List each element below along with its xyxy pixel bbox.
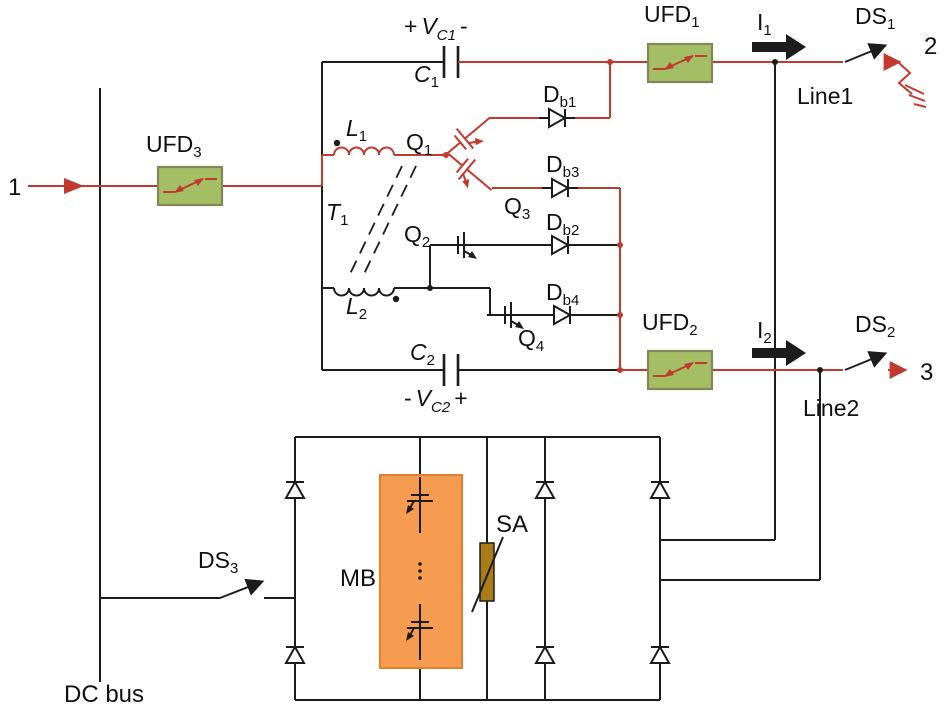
ufd2-icon	[646, 349, 714, 391]
db2-label: Db2	[546, 209, 579, 239]
junction-dot	[443, 152, 449, 158]
q3-label: Q3	[504, 193, 530, 223]
ellipsis-dot	[418, 569, 422, 573]
c1-label: C1	[414, 61, 439, 91]
junction-dot	[772, 59, 778, 65]
junction-dot	[817, 367, 823, 373]
ufd3-icon	[156, 165, 224, 207]
bridge-diode-icon	[285, 471, 305, 509]
sa-surge-arrester	[471, 536, 504, 613]
terminal-2-label: 2	[924, 33, 937, 60]
inductor-l1-icon	[333, 146, 395, 156]
ds3-switch-icon	[219, 578, 265, 599]
inductor-l2-icon	[333, 287, 395, 297]
current-i1-label: I1	[757, 9, 772, 39]
bridge-diode-icon	[650, 636, 670, 674]
current-i2-arrow-icon	[752, 340, 806, 366]
capacitor-c2-icon	[442, 354, 460, 386]
junction-dot	[617, 367, 623, 373]
bridge-diode-icon	[535, 471, 555, 509]
sa-label: SA	[496, 511, 528, 538]
input-feeder-line	[28, 155, 323, 187]
ufd1-icon	[646, 42, 714, 84]
ds1-switch-icon	[844, 43, 888, 63]
sa-varistor-stroke	[471, 536, 504, 613]
q2-label: Q2	[404, 221, 430, 251]
ellipsis-dot	[418, 562, 422, 566]
l1-polarity-dot	[333, 139, 341, 147]
igbt-q2-icon	[439, 231, 497, 260]
ufd1-label: UFD1	[644, 1, 700, 31]
dc-bus-label: DC bus	[64, 681, 144, 708]
bridge-diode-icon	[650, 471, 670, 509]
mb-main-breaker	[379, 474, 463, 669]
l2-polarity-dot	[392, 295, 400, 303]
current-i2-label: I2	[757, 317, 772, 347]
mb-label: MB	[340, 565, 376, 592]
terminal-3-label: 3	[920, 359, 933, 386]
db3-label: Db3	[546, 151, 579, 181]
ufd2-label: UFD2	[642, 309, 698, 339]
bridge-diode-icon	[285, 636, 305, 674]
ds3-label: DS3	[198, 547, 238, 577]
diode-db1-icon	[538, 108, 576, 128]
fault-marker-line1-icon	[897, 61, 913, 95]
q4-label: Q4	[518, 325, 544, 355]
input-arrow-icon	[64, 178, 84, 194]
line1-to-breaker-link	[660, 62, 776, 541]
t1-label: T1	[326, 199, 348, 229]
l2-label: L2	[346, 293, 367, 323]
capacitor-c1-icon	[442, 46, 460, 78]
terminal-1-label: 1	[8, 174, 21, 201]
line2-to-breaker-link	[660, 370, 821, 581]
line2-label: Line2	[803, 395, 859, 421]
junction-dot	[427, 285, 433, 291]
q2-row	[429, 244, 620, 288]
ellipsis-dot	[418, 576, 422, 580]
c2-label: C2	[410, 339, 435, 369]
transformer-core-icon	[349, 165, 417, 275]
wiring-black	[99, 43, 888, 701]
fault-current-path-red	[28, 53, 927, 379]
ufd3-label: UFD3	[146, 131, 202, 161]
db1-label: Db1	[543, 81, 576, 111]
ds2-label: DS2	[855, 311, 895, 341]
q1-label: Q1	[406, 129, 432, 159]
q4-row	[322, 287, 620, 316]
diode-db3-icon	[541, 178, 579, 198]
junction-dot	[617, 312, 623, 318]
ds2-switch-icon	[844, 351, 888, 371]
sa-varistor-icon	[479, 542, 495, 602]
ds1-label: DS1	[855, 3, 895, 33]
db4-label: Db4	[546, 279, 579, 309]
vc1-label: +VC1-	[404, 13, 468, 44]
line1-label: Line1	[797, 83, 853, 109]
breaker-bridge-frame	[294, 436, 661, 701]
vc2-label: -VC2+	[404, 385, 468, 416]
fault-hatch-icon	[904, 84, 927, 108]
junction-dot	[617, 242, 623, 248]
junction-dot	[607, 59, 613, 65]
current-i1-arrow-icon	[752, 34, 806, 60]
l1-label: L1	[346, 115, 367, 145]
bridge-diode-icon	[535, 636, 555, 674]
